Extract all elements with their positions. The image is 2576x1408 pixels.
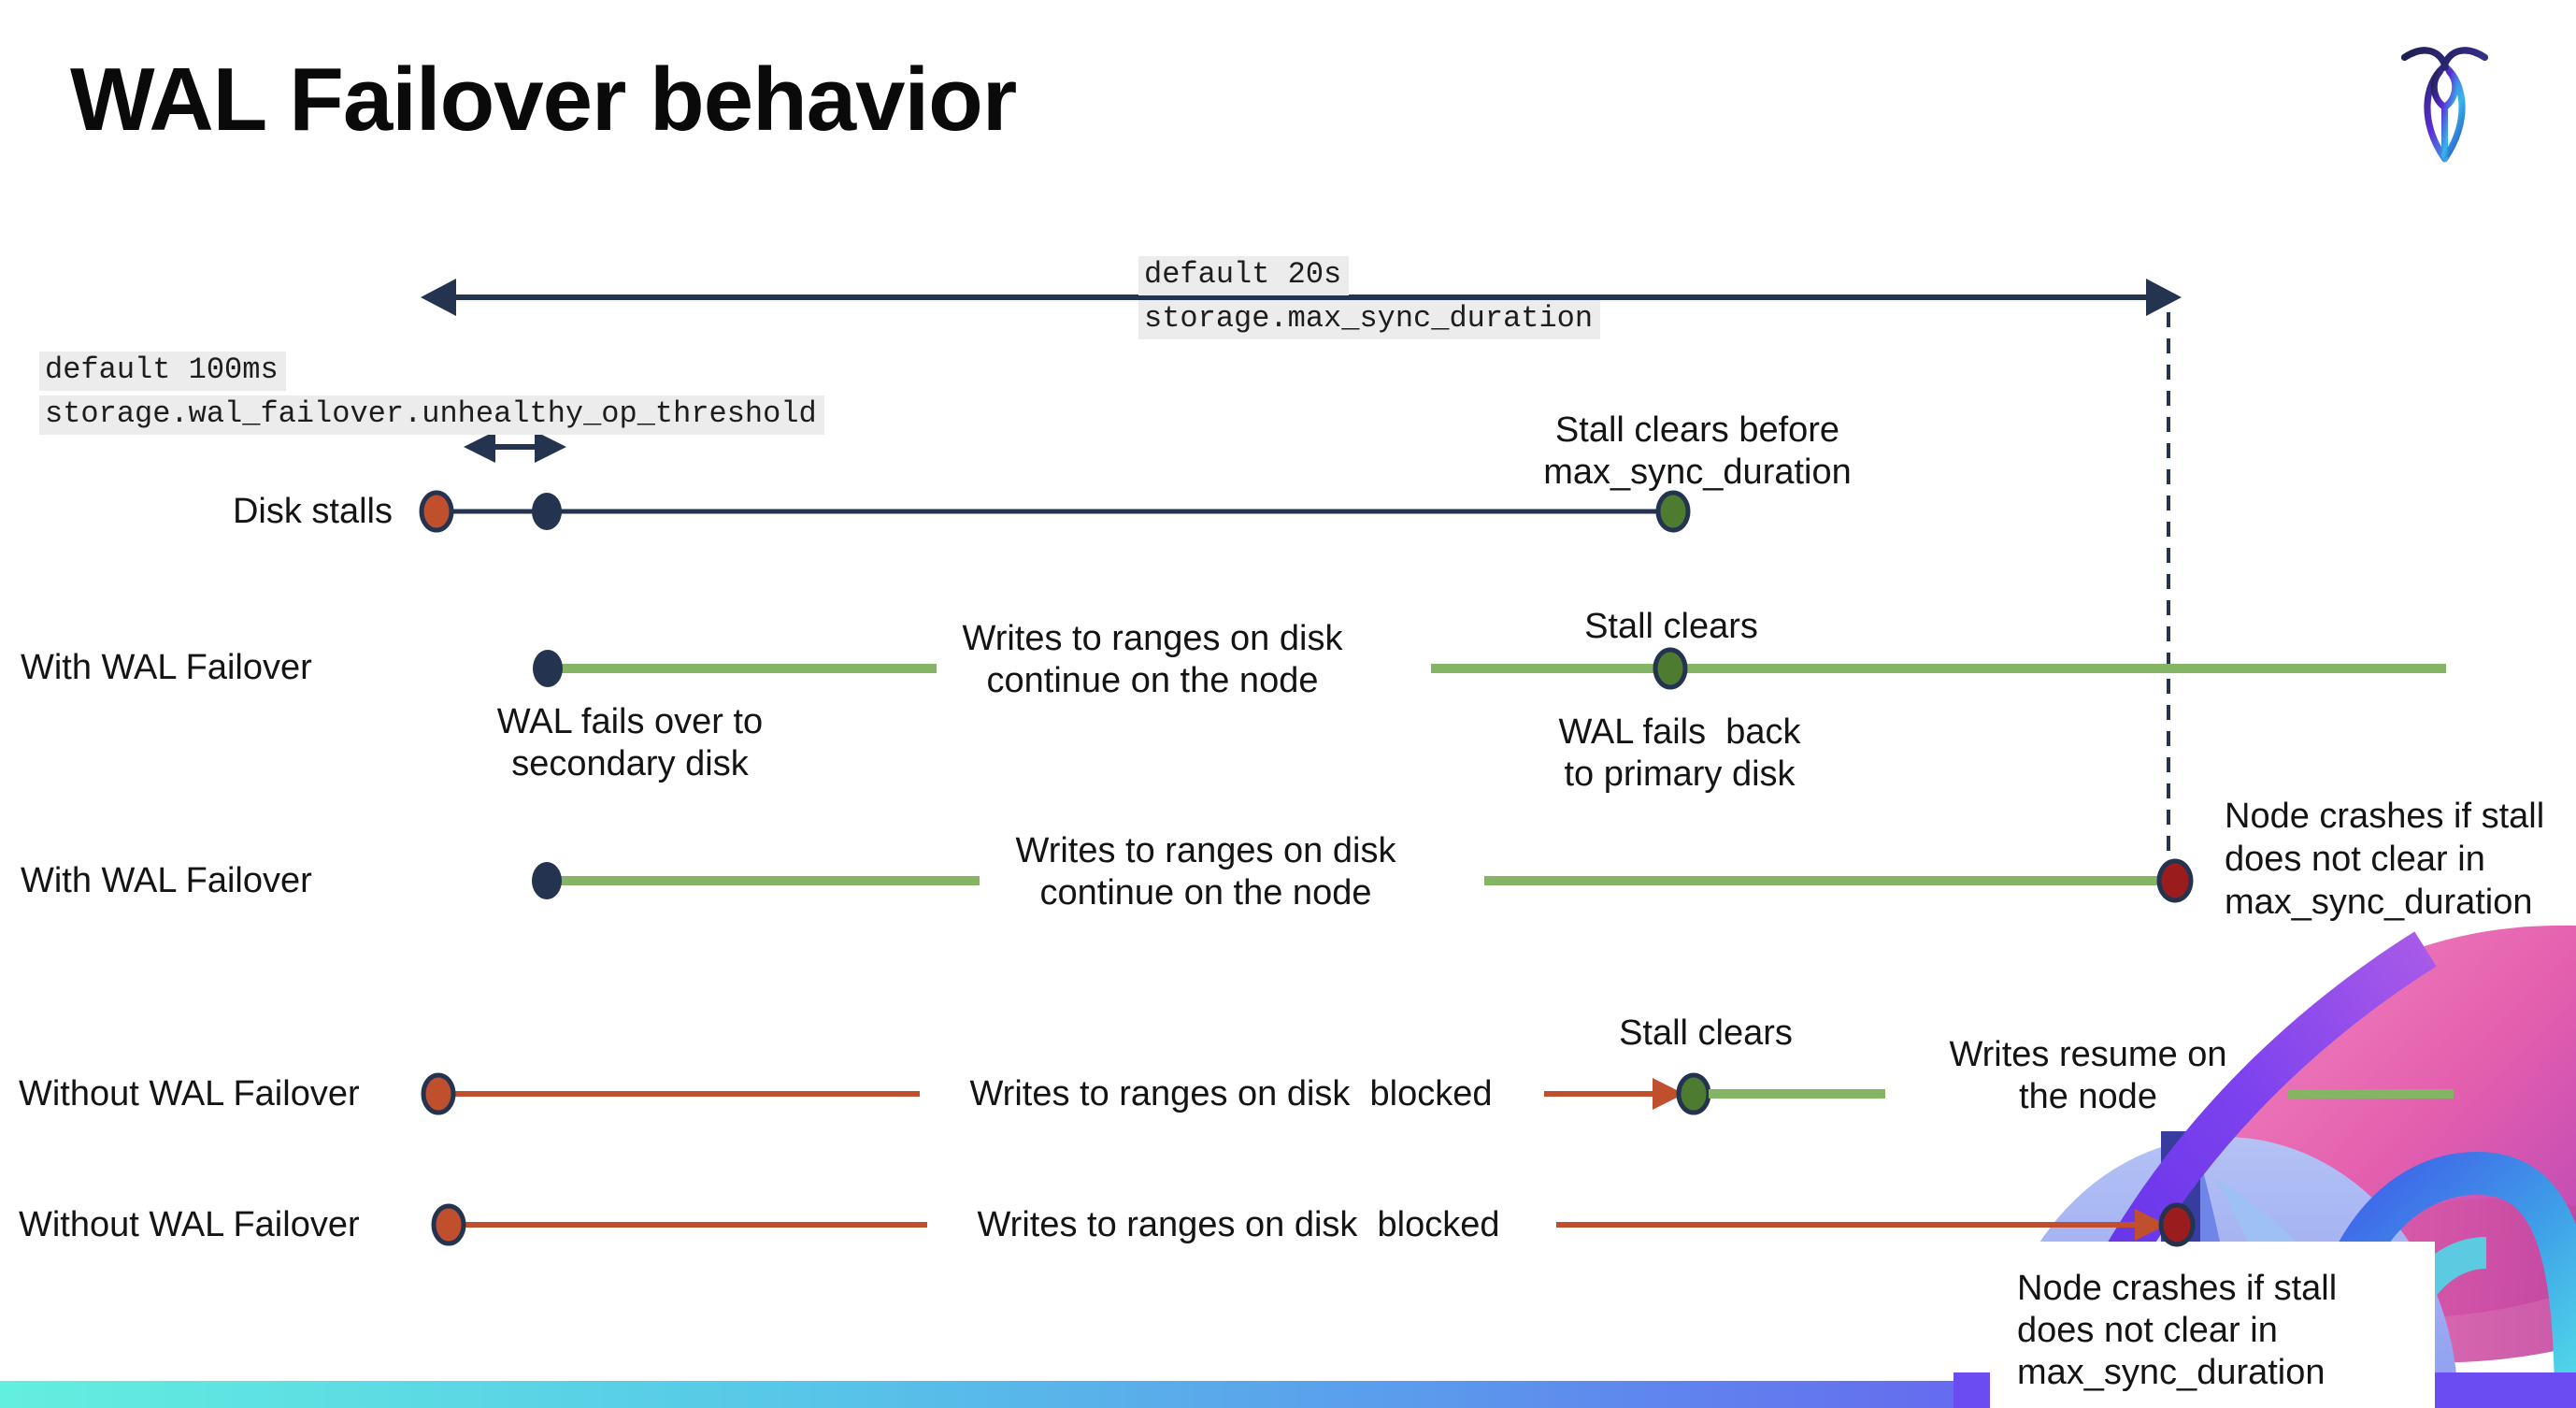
page-title: WAL Failover behavior: [70, 50, 1017, 150]
row-label-with-wal-failover-2: With WAL Failover: [21, 861, 312, 900]
annotation-node-crashes-right: Node crashes if stall does not clear in …: [2225, 797, 2545, 922]
max-sync-duration-setting-label: default 20s storage.max_sync_duration: [1138, 256, 1601, 339]
timeline-disk-stalls: [419, 490, 1691, 533]
annotation-wal-fails-back: WAL fails back to primary disk: [1558, 712, 1801, 794]
row-label-without-wal-failover-2: Without WAL Failover: [19, 1205, 360, 1244]
unhealthy-op-threshold-setting-label: default 100ms storage.wal_failover.unhea…: [39, 352, 824, 435]
node-crashes-callout-box: [1990, 1242, 2435, 1408]
unhealthy-op-default-value: default 100ms: [39, 352, 286, 391]
annotation-writes-continue-1: Writes to ranges on disk continue on the…: [962, 619, 1343, 700]
annotation-stall-clears-2: Stall clears: [1619, 1013, 1793, 1053]
annotation-stall-clears-before: Stall clears before max_sync_duration: [1543, 410, 1852, 492]
annotation-writes-blocked-1: Writes to ranges on disk blocked: [969, 1074, 1493, 1113]
row-label-with-wal-failover-1: With WAL Failover: [21, 648, 312, 687]
max-sync-default-value: default 20s: [1138, 256, 1350, 295]
annotation-writes-resume: Writes resume on the node: [1949, 1035, 2227, 1116]
unhealthy-op-threshold-arrow: [464, 431, 566, 463]
row-label-disk-stalls: Disk stalls: [232, 492, 393, 531]
max-sync-setting-name: storage.max_sync_duration: [1138, 300, 1601, 339]
annotation-stall-clears-1: Stall clears: [1584, 607, 1758, 646]
annotation-node-crashes-bottom: Node crashes if stall does not clear in …: [2017, 1269, 2338, 1392]
timeline-with-wal-failover-1: [533, 647, 2446, 690]
annotation-writes-continue-2: Writes to ranges on disk continue on the…: [1015, 831, 1396, 912]
unhealthy-op-setting-name: storage.wal_failover.unhealthy_op_thresh…: [39, 395, 824, 435]
cockroachdb-logo-icon: [2400, 47, 2489, 163]
row-label-without-wal-failover-1: Without WAL Failover: [19, 1074, 360, 1113]
annotation-writes-blocked-2: Writes to ranges on disk blocked: [977, 1205, 1500, 1244]
annotation-wal-fails-over: WAL fails over to secondary disk: [496, 702, 764, 783]
